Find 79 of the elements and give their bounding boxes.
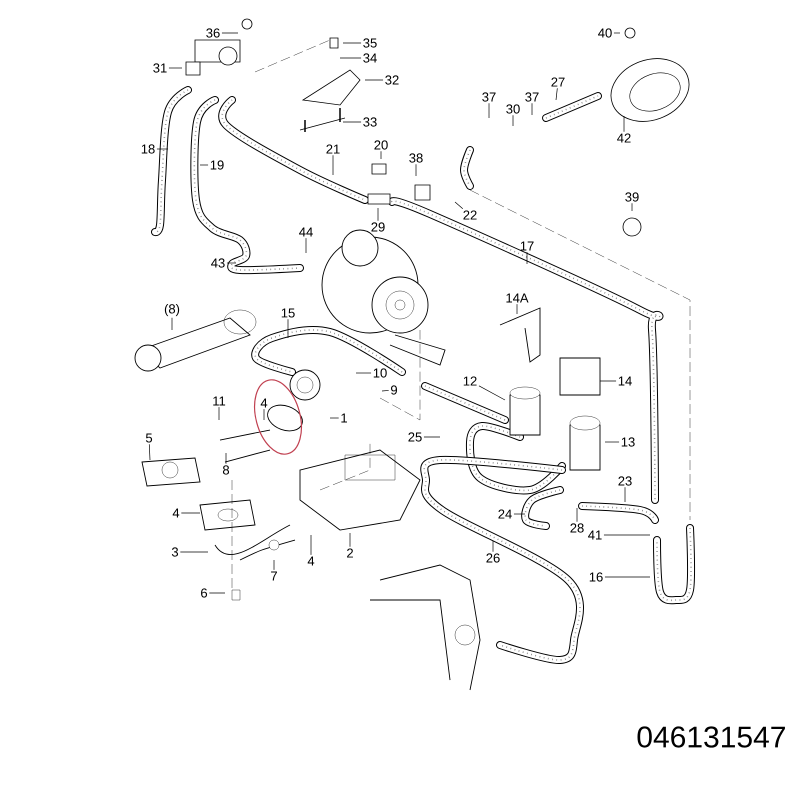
callout-number: 20 xyxy=(374,140,388,150)
leader-line xyxy=(200,164,208,166)
callout-number: 23 xyxy=(618,476,632,486)
callout-number: 14A xyxy=(506,294,529,302)
callout-number: (8) xyxy=(164,304,180,316)
leader-line xyxy=(218,406,220,420)
callout-number: 2 xyxy=(347,548,353,558)
callout-number: 19 xyxy=(210,160,224,170)
leader-line xyxy=(424,436,440,438)
leader-line xyxy=(382,390,390,392)
callout-number: 4 xyxy=(172,508,180,518)
callout-number: 33 xyxy=(363,117,377,127)
leader-line xyxy=(148,444,150,460)
callout-number: 5 xyxy=(146,433,152,443)
callout-number: 35 xyxy=(363,38,377,48)
callout-number: 4 xyxy=(308,556,314,566)
leader-line xyxy=(492,540,494,552)
callout-number: 28 xyxy=(570,523,584,533)
callout-number: 22 xyxy=(463,210,477,220)
callout-number: 15 xyxy=(282,308,295,318)
callout-number: 13 xyxy=(622,437,635,447)
callout-number: 10 xyxy=(374,368,387,378)
leader-line xyxy=(208,592,226,594)
callout-number: 25 xyxy=(408,432,422,442)
callout-number: 26 xyxy=(486,553,500,563)
leader-line xyxy=(454,202,464,210)
leader-line xyxy=(604,534,650,536)
leader-line xyxy=(226,262,236,264)
callout-number: 31 xyxy=(153,63,167,73)
leader-line xyxy=(600,380,616,382)
leader-line xyxy=(604,576,650,578)
callout-number: 7 xyxy=(271,572,277,580)
leader-line xyxy=(356,372,372,374)
callout-number: 12 xyxy=(464,376,477,386)
callout-number: 44 xyxy=(299,228,313,236)
callout-number: 37 xyxy=(482,92,496,102)
leader-line xyxy=(624,486,626,502)
leader-line xyxy=(180,512,200,514)
leader-line xyxy=(556,88,558,100)
leader-line xyxy=(576,508,578,522)
leader-line xyxy=(512,114,514,126)
callout-number: 8 xyxy=(222,465,230,475)
callout-number: 32 xyxy=(385,75,399,85)
callout-number: 3 xyxy=(172,547,178,557)
callout-number: 1 xyxy=(341,414,347,422)
callout-number: 42 xyxy=(617,133,631,143)
callout-number: 9 xyxy=(391,385,397,395)
leader-line xyxy=(222,32,238,34)
leader-line xyxy=(526,252,528,264)
leader-line xyxy=(156,148,168,150)
callout-number: 6 xyxy=(201,588,208,598)
callout-number: 38 xyxy=(409,153,423,163)
leader-line xyxy=(488,102,490,118)
callout-number: 18 xyxy=(142,144,155,154)
callout-number: 40 xyxy=(598,28,612,38)
callout-number: 16 xyxy=(590,572,603,582)
leader-line xyxy=(342,42,362,44)
callout-number: 34 xyxy=(363,53,377,63)
callout-number: 39 xyxy=(625,192,639,202)
callout-number: 41 xyxy=(588,530,602,540)
callout-number: 21 xyxy=(326,144,340,154)
callout-number: 36 xyxy=(206,28,220,38)
callout-number: 29 xyxy=(371,222,385,232)
callout-number: 4 xyxy=(260,398,268,408)
callout-number: 37 xyxy=(525,92,539,102)
callout-number: 11 xyxy=(213,396,226,406)
callout-number: 43 xyxy=(211,258,225,268)
leader-line xyxy=(310,534,312,556)
leader-line xyxy=(516,304,518,314)
leader-line xyxy=(478,386,506,400)
callout-number: 17 xyxy=(520,242,534,250)
callout-number: 14 xyxy=(618,376,632,386)
leader-line xyxy=(380,150,382,160)
callout-number: 24 xyxy=(498,509,512,519)
callout-number: 27 xyxy=(551,77,565,87)
leader-line xyxy=(332,154,334,176)
leader-line xyxy=(614,32,620,34)
part-number: 046131547 xyxy=(638,726,785,748)
callout-number: 30 xyxy=(506,104,520,114)
